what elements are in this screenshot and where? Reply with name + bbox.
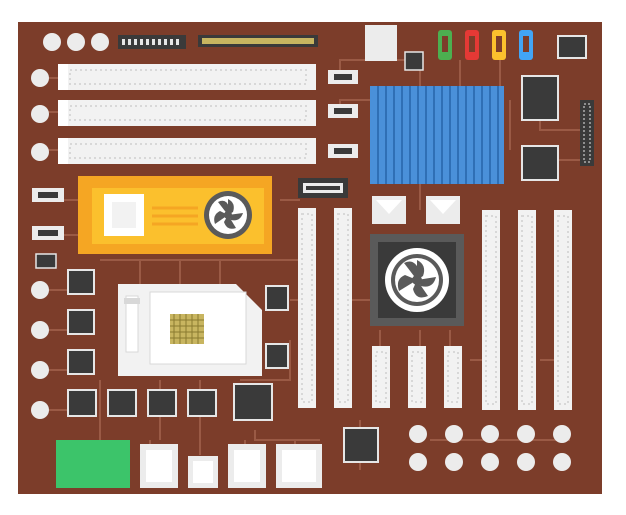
top-connector-block bbox=[365, 25, 397, 61]
ram-slot bbox=[518, 210, 536, 410]
audio-connectors bbox=[438, 30, 533, 60]
regulator bbox=[372, 196, 406, 224]
short-slot bbox=[408, 346, 426, 408]
chip-icon bbox=[265, 343, 289, 369]
green-block bbox=[56, 440, 130, 488]
chipset-cooler bbox=[370, 234, 464, 326]
pci-slot bbox=[58, 64, 316, 90]
chip-icon bbox=[521, 75, 559, 121]
chip-icon bbox=[147, 389, 177, 417]
bottom-connector bbox=[140, 444, 178, 488]
pci-slot bbox=[58, 138, 316, 164]
chip-icon bbox=[67, 349, 95, 375]
bottom-connector bbox=[188, 456, 218, 488]
chip-icon bbox=[521, 145, 559, 181]
jumper bbox=[32, 188, 64, 202]
chip-icon bbox=[67, 269, 95, 295]
expansion-card bbox=[78, 176, 272, 254]
chip-icon bbox=[107, 389, 137, 417]
chip-icon bbox=[233, 383, 273, 421]
bottom-connector bbox=[228, 444, 266, 488]
short-slot bbox=[372, 346, 390, 408]
left-capacitors bbox=[31, 69, 49, 419]
ram-slot bbox=[482, 210, 500, 410]
chip-icon bbox=[404, 51, 424, 71]
jumper bbox=[328, 70, 358, 84]
chip-icon bbox=[35, 253, 57, 269]
jumper bbox=[32, 226, 64, 240]
ram-slot bbox=[334, 208, 352, 408]
chip-icon bbox=[187, 389, 217, 417]
chip-icon bbox=[67, 309, 95, 335]
bottom-capacitors bbox=[409, 425, 571, 471]
ram-slot bbox=[554, 210, 572, 410]
fan-icon bbox=[204, 191, 252, 239]
chip-icon bbox=[67, 389, 97, 417]
top-capacitors bbox=[43, 33, 109, 51]
power-connector bbox=[298, 178, 348, 198]
jumper bbox=[328, 104, 358, 118]
pci-slot bbox=[58, 100, 316, 126]
fan-icon bbox=[385, 248, 449, 312]
heatsink-icon bbox=[370, 86, 504, 184]
side-pin-header bbox=[580, 100, 594, 166]
ram-slot bbox=[298, 208, 316, 408]
regulator bbox=[426, 196, 460, 224]
cpu-socket-icon bbox=[118, 284, 262, 376]
short-slot bbox=[444, 346, 462, 408]
chip-icon bbox=[265, 285, 289, 311]
jumper bbox=[328, 144, 358, 158]
top-pin-header-pins bbox=[122, 39, 179, 45]
bottom-connector bbox=[276, 444, 322, 488]
chip-icon bbox=[557, 35, 587, 59]
chip-icon bbox=[343, 427, 379, 463]
top-long-header-strip bbox=[202, 38, 314, 44]
